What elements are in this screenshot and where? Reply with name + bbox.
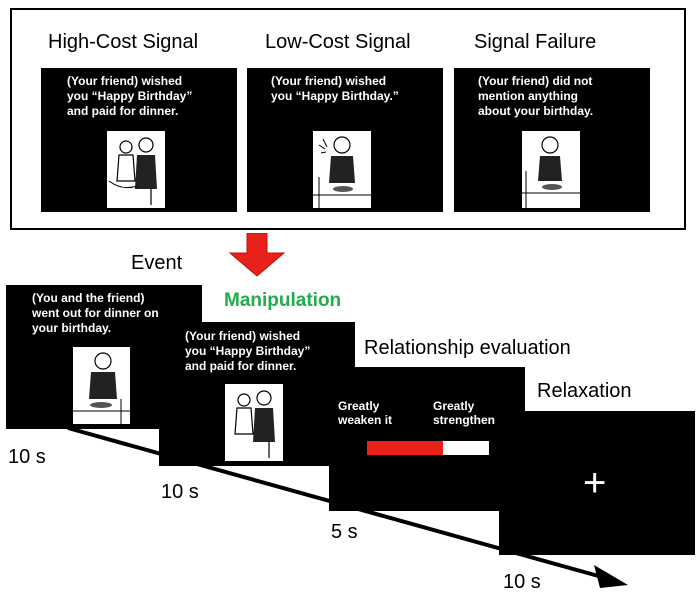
rating-left-anchor: Greatly weaken it: [338, 399, 393, 427]
manipulation-label: Manipulation: [224, 290, 342, 311]
rating-slider-fill: [367, 441, 443, 455]
condition-slide-high-cost: (Your friend) wished you “Happy Birthday…: [41, 68, 237, 212]
friend-waving-illustration: [313, 131, 371, 208]
relaxation-duration: 10 s: [503, 571, 541, 593]
manipulation-duration: 10 s: [161, 481, 199, 503]
evaluation-slide: Greatly weaken it Greatly strengthen it: [329, 367, 525, 511]
down-arrow-icon: [228, 233, 286, 277]
friend-eating-illustration: [522, 131, 580, 208]
condition-title-high-cost: High-Cost Signal: [48, 31, 199, 53]
fixation-cross-icon: +: [583, 461, 607, 505]
condition-slide-signal-failure: (Your friend) did not mention anything a…: [454, 68, 650, 212]
condition-title-low-cost: Low-Cost Signal: [265, 31, 411, 53]
manipulation-slide-text: (Your friend) wished you “Happy Birthday…: [185, 329, 311, 373]
event-slide-text: (You and the friend) went out for dinner…: [32, 291, 159, 335]
people-icon: [234, 390, 275, 458]
relaxation-label: Relaxation: [537, 380, 632, 402]
person-icon: [313, 136, 371, 208]
evaluation-duration: 5 s: [331, 521, 358, 543]
two-people-dinner-illustration: [225, 384, 283, 461]
relaxation-slide: +: [499, 411, 695, 555]
condition-slide-text: (Your friend) wished you “Happy Birthday…: [271, 74, 399, 103]
condition-slide-text: (Your friend) wished you “Happy Birthday…: [67, 74, 193, 118]
rating-right-anchor: Greatly strengthen it: [433, 399, 506, 427]
evaluation-label: Relationship evaluation: [364, 337, 571, 359]
people-icon: [108, 137, 157, 205]
condition-title-signal-failure: Signal Failure: [474, 31, 597, 53]
condition-slide-low-cost: (Your friend) wished you “Happy Birthday…: [247, 68, 443, 212]
person-icon: [73, 352, 130, 424]
event-label: Event: [131, 252, 183, 274]
person-icon: [522, 136, 580, 208]
two-people-dinner-illustration: [107, 131, 165, 208]
person-dinner-illustration: [73, 347, 130, 424]
rating-slider-track[interactable]: [367, 441, 489, 455]
condition-slide-text: (Your friend) did not mention anything a…: [478, 74, 594, 118]
event-duration: 10 s: [8, 446, 46, 468]
arrowhead-icon: [594, 565, 628, 588]
manipulation-slide: (Your friend) wished you “Happy Birthday…: [159, 322, 355, 466]
